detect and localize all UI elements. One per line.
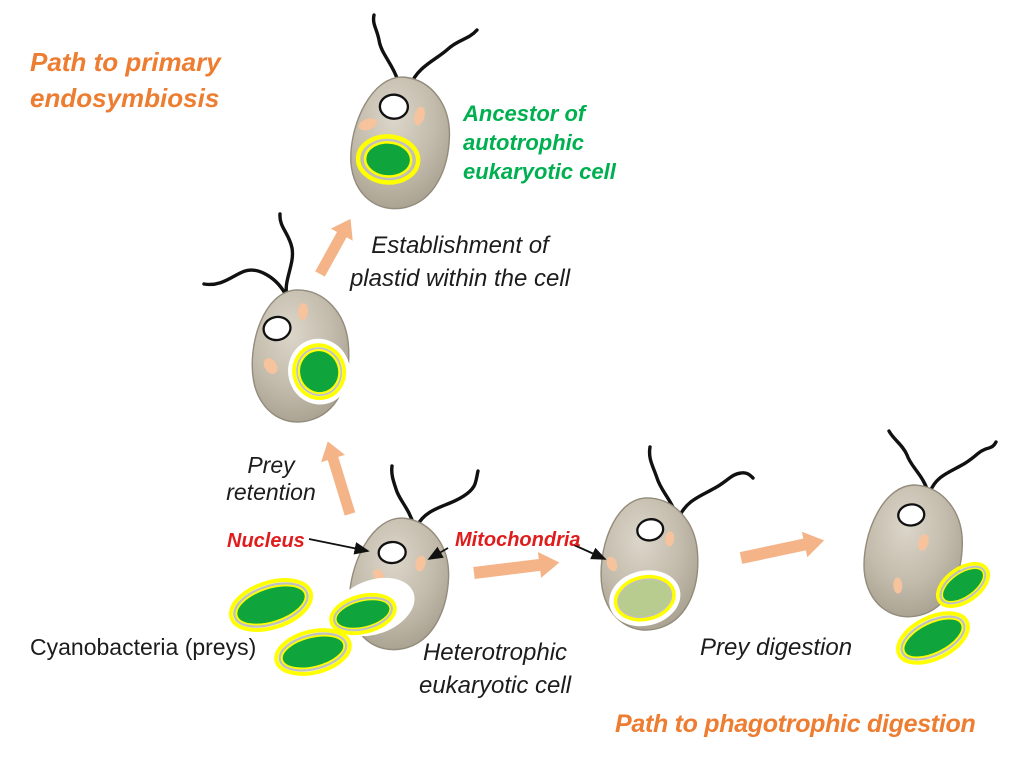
mitochondrion-icon [358,118,378,131]
cell-prey-retained [202,212,355,426]
nucleus-pointer-arrow [308,538,370,555]
label-line: autotrophic [463,130,584,155]
mitochondrion-icon [414,106,425,126]
mitochondria-pointer-arrow-left [427,546,449,560]
flagellum-icon [677,471,755,519]
cell-after-digestion [861,429,998,665]
flagellum-icon [371,13,400,83]
label-line: eukaryotic cell [463,159,616,184]
flagellum-icon [278,212,295,299]
arrow-prey-retention [321,441,356,516]
mitochondria-pointer-arrow-right [573,544,607,560]
flagellum-icon [408,28,479,88]
cyanobacteria-label: Cyanobacteria (preys) [30,634,257,660]
mitochondrion-icon [893,577,903,594]
path-phagotrophic-title: Path to phagotrophic digestion [615,710,976,738]
flagellum-icon [928,440,998,494]
label-line: retention [226,479,316,505]
label-line: Establishment of [371,232,549,259]
title-line: endosymbiosis [30,83,220,113]
cell-autotrophic-ancestor [347,13,479,213]
label-line: Heterotrophic [422,639,568,666]
cell-digesting-prey [596,445,755,633]
label-line: plastid within the cell [349,265,571,292]
nucleus-label: Nucleus [227,530,305,552]
ancestor-autotrophic-label: Ancestor of autotrophic eukaryotic cell [463,99,616,186]
label-line: Ancestor of [463,101,586,126]
nucleus-icon [378,93,410,120]
prey-digestion-label: Prey digestion [700,634,853,661]
flagellum-icon [887,429,930,494]
establishment-plastid-label: Establishment of plastid within the cell [340,229,580,295]
cyanobacterium-being-engulfed-icon [329,592,397,636]
arrow-establishment [315,218,353,277]
label-line: Prey [247,452,295,478]
nucleus-icon [636,518,665,542]
mitochondria-label: Mitochondria [455,529,581,551]
title-line: Path to primary [30,47,221,77]
cyanobacteria-group [228,578,352,676]
flagellum-icon [202,268,289,299]
cyanobacterium-icon [896,611,970,665]
flagellum-icon [415,469,480,528]
arrow-after-digestion [739,531,825,564]
label-line: eukaryotic cell [418,672,572,699]
nucleus-icon [897,503,926,527]
nucleus-icon [377,540,407,565]
digested-prey-vacuole-icon [609,570,681,627]
cyanobacterium-icon [936,561,990,609]
heterotrophic-cell-label: Heterotrophic eukaryotic cell [415,636,575,702]
mitochondrion-icon [917,534,929,551]
path-primary-endosymbiosis-title: Path to primary endosymbiosis [30,44,221,116]
cell-heterotrophic [329,464,480,654]
cyanobacterium-icon [228,578,314,632]
food-vacuole-with-prey-icon [288,338,351,405]
mitochondrion-icon [665,531,675,547]
cyanobacterium-icon [274,628,352,676]
flagellum-icon [647,445,679,519]
nucleus-icon [262,315,292,342]
mitochondrion-icon [415,555,426,572]
mitochondrion-icon [297,303,308,321]
arrow-prey-digestion [473,552,560,579]
plastid-icon [355,134,421,185]
prey-retention-label: Prey retention [225,452,317,506]
mitochondrion-icon [263,358,278,374]
mitochondrion-icon [606,556,618,572]
flagellum-icon [390,464,416,528]
